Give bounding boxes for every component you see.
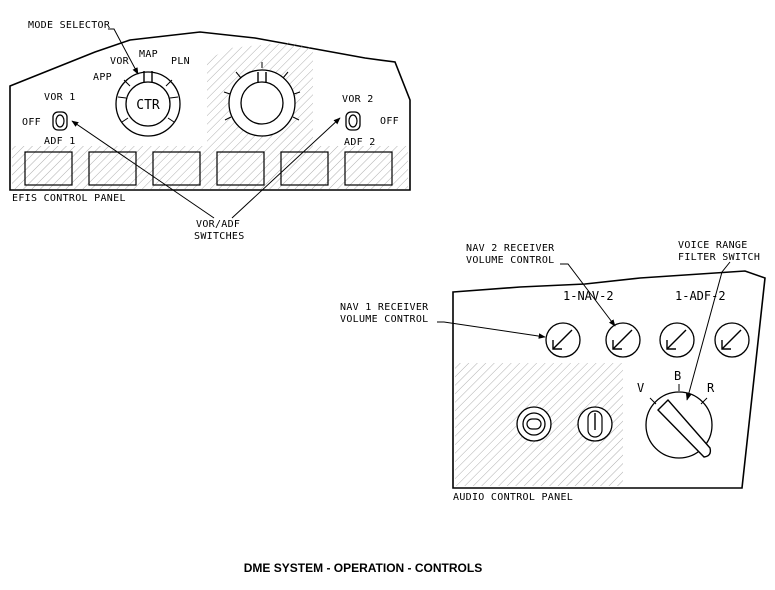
efis-control-panel: CTR VOR MAP APP PLN VOR 1 OFF ADF 1	[9, 31, 411, 204]
range-selector-knob[interactable]	[223, 62, 301, 137]
vor2-label: VOR 2	[342, 94, 374, 105]
audio-toggle-switch[interactable]	[577, 406, 613, 442]
voice-callout-line1: VOICE RANGE	[678, 240, 748, 251]
voice-range-filter-switch[interactable]	[645, 384, 713, 459]
switches-leader-right	[231, 117, 341, 219]
figure-caption: DME SYSTEM - OPERATION - CONTROLS	[244, 561, 482, 575]
nav1-callout-line2: VOLUME CONTROL	[340, 314, 429, 325]
filter-position-r: R	[707, 381, 715, 395]
voice-callout-line2: FILTER SWITCH	[678, 252, 760, 263]
nav-group-label: 1-NAV-2	[563, 289, 614, 303]
adf2-volume-knob[interactable]	[714, 322, 750, 358]
audio-panel-title: AUDIO CONTROL PANEL	[453, 492, 573, 503]
nav1-callout-line1: NAV 1 RECEIVER	[340, 302, 429, 313]
mode-label-app: APP	[93, 72, 112, 83]
nav2-volume-knob[interactable]	[605, 322, 641, 358]
off-left-label: OFF	[22, 117, 41, 128]
nav2-leader	[560, 263, 616, 327]
efis-button-6[interactable]	[344, 151, 393, 186]
switches-leader-left	[71, 120, 215, 219]
filter-position-b: B	[674, 369, 681, 383]
vor-adf-switch-2[interactable]	[345, 111, 361, 131]
adf2-label: ADF 2	[344, 137, 376, 148]
nav2-callout-line1: NAV 2 RECEIVER	[466, 243, 555, 254]
vor1-label: VOR 1	[44, 92, 76, 103]
efis-hatch-lower	[12, 146, 408, 189]
audio-rotary-switch[interactable]	[516, 406, 552, 442]
efis-panel-title: EFIS CONTROL PANEL	[12, 193, 126, 204]
voice-leader	[685, 261, 731, 401]
mode-selector-center	[125, 81, 171, 127]
audio-control-panel: 1-NAV-2 1-ADF-2	[452, 270, 766, 503]
mode-label-pln: PLN	[171, 56, 190, 67]
ctr-label: CTR	[136, 98, 160, 113]
efis-button-3[interactable]	[152, 151, 201, 186]
efis-button-5[interactable]	[280, 151, 329, 186]
nav1-volume-knob[interactable]	[545, 322, 581, 358]
range-selector-center	[240, 81, 284, 125]
mode-selector-callout: MODE SELECTOR	[28, 20, 111, 31]
nav1-leader	[437, 321, 546, 339]
adf-group-label: 1-ADF-2	[675, 289, 726, 303]
mode-label-map: MAP	[139, 49, 158, 60]
efis-button-2[interactable]	[88, 151, 137, 186]
adf1-label: ADF 1	[44, 136, 76, 147]
efis-button-4[interactable]	[216, 151, 265, 186]
switches-callout-line1: VOR/ADF	[196, 219, 240, 230]
efis-button-1[interactable]	[24, 151, 73, 186]
switches-callout-line2: SWITCHES	[194, 231, 245, 242]
filter-position-v: V	[637, 381, 644, 395]
vor-adf-switch-1[interactable]	[52, 111, 68, 131]
adf1-volume-knob[interactable]	[659, 322, 695, 358]
mode-selector-leader	[108, 28, 139, 75]
nav2-callout-line2: VOLUME CONTROL	[466, 255, 555, 266]
mode-label-vor: VOR	[110, 56, 130, 67]
off-right-label: OFF	[380, 116, 399, 127]
mode-selector-knob[interactable]: CTR	[115, 71, 181, 137]
